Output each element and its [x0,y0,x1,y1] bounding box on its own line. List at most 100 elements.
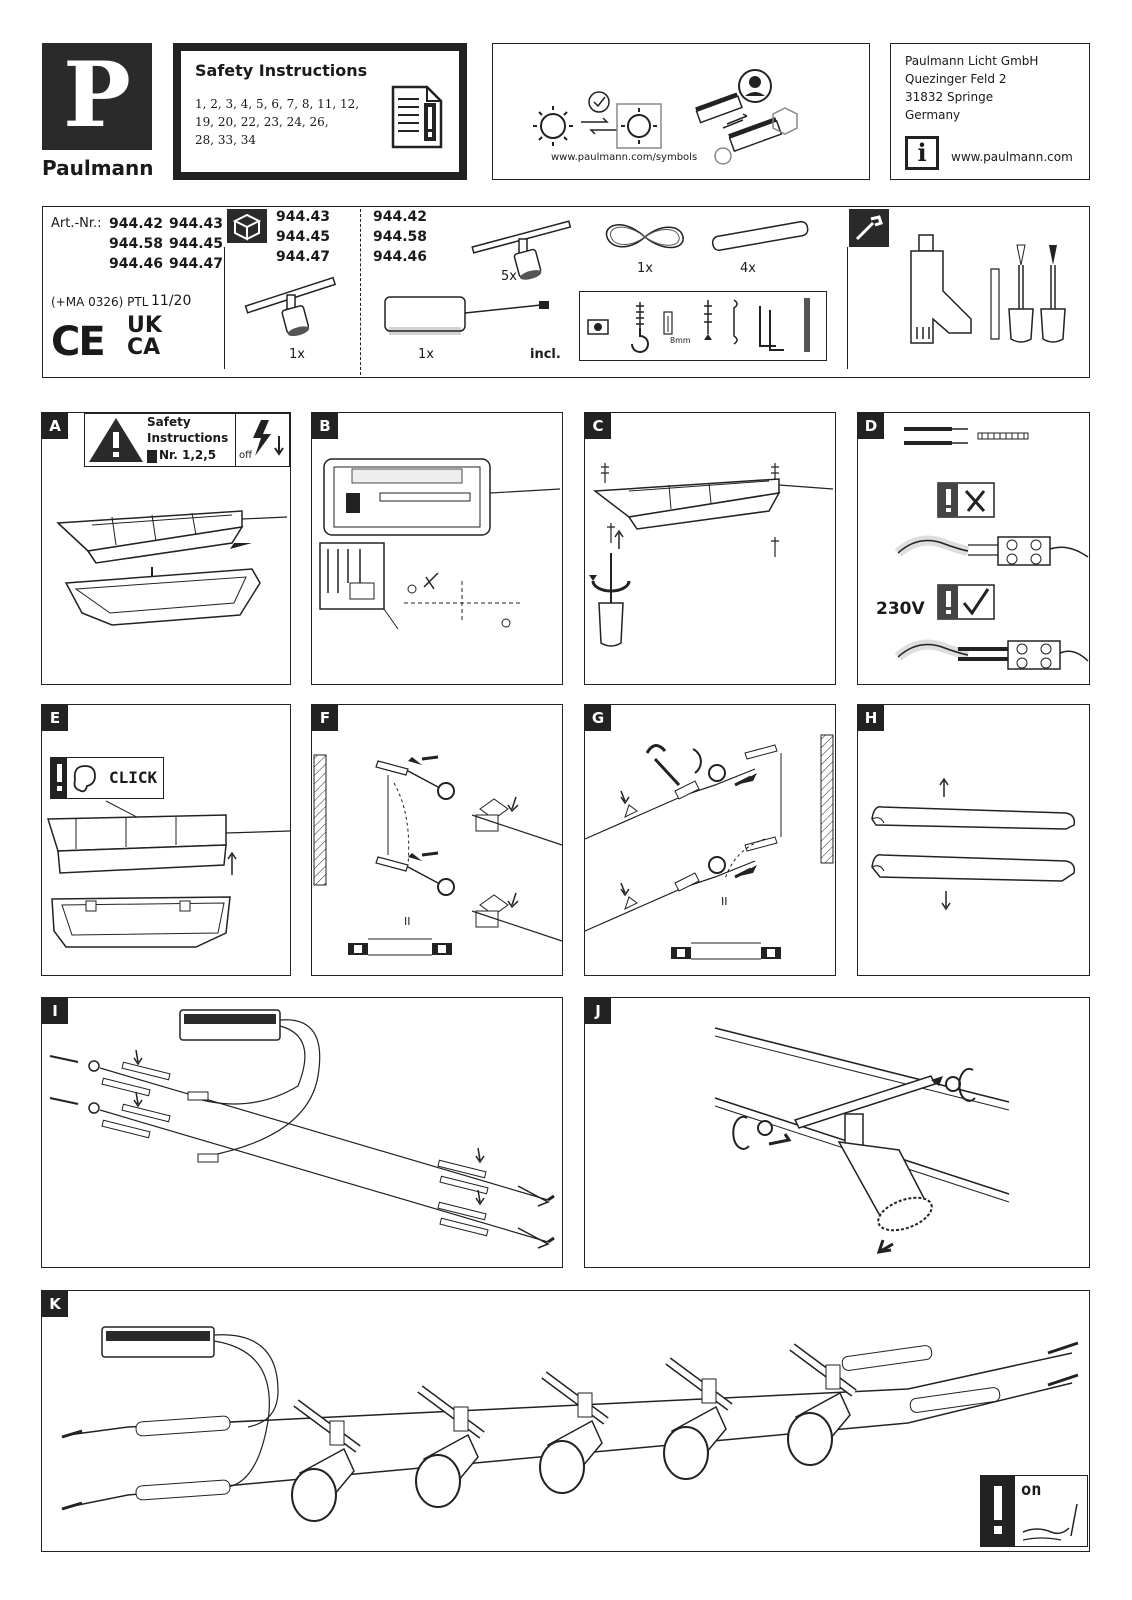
warning-icon [89,418,143,462]
spot-light-icon [244,276,337,337]
wrong-icon [937,482,995,518]
on-label: on [1021,1480,1042,1500]
parallel-mark: II [404,915,411,928]
brand-logo: P Paulmann [42,42,154,180]
step-label: E [42,705,68,731]
col1-item: 944.45 [276,229,331,245]
art-number: 944.47 [169,256,224,272]
safety-line1: Safety [147,415,191,429]
parallel-mark: II [721,895,728,908]
driver-housing-illustration [56,510,288,626]
step-panel-a: A Safety Instructions Nr. 1,2,5 off [41,412,291,685]
wire-strip-illustration [904,427,1029,445]
hardware-icons [587,298,810,353]
col1-item: 944.43 [276,209,331,225]
safety-numbers-2: 19, 20, 22, 23, 24, 26, [195,115,329,129]
divider [847,247,848,369]
mounting-illustration [589,463,834,647]
safety-instructions-box: Safety Instructions 1, 2, 3, 4, 5, 6, 7,… [173,43,467,180]
ce-mark: CE [51,319,106,365]
voltage-label: 230V [876,599,925,619]
step-label: A [42,413,68,439]
hardware-box: 8mm [579,291,827,361]
step-panel-k: K [41,1290,1090,1552]
logo-square [42,43,152,150]
step-label: G [585,705,611,731]
sun-symbols-icon [533,91,662,149]
final-installation-illustration [61,1326,1079,1522]
wrong-connection-illustration [894,535,1089,566]
document-warning-icon [391,85,443,149]
company-country: Germany [905,108,961,122]
spot-light [539,1371,609,1494]
step-panel-c: C [584,412,836,685]
driver-close-illustration [46,800,291,948]
off-label: off [239,450,253,461]
ptl-code: (+MA 0326) PTL [51,295,149,309]
company-city: 31832 Springe [905,90,994,104]
step-label: K [42,1291,68,1317]
wall-anchor-illustration [313,754,563,956]
logo-letter: P [63,42,131,148]
spot-light [787,1343,857,1466]
spot-light [415,1385,485,1508]
wire-assembly-illustration [49,1009,555,1249]
company-url: www.paulmann.com [951,150,1073,164]
correct-icon [937,584,995,620]
wire-coil-icon [605,224,684,249]
step-label: I [42,998,68,1024]
tools-icon [849,209,1066,344]
col2-item: 944.46 [373,249,428,265]
step-label: D [858,413,884,439]
spots-icon [471,220,572,280]
power-off-icon [253,420,284,456]
spot-attach-illustration [714,1027,1010,1254]
tensioner-illustration [584,734,834,960]
step-panel-h: H [857,704,1090,976]
step-panel-i: I [41,997,563,1268]
step-label: B [312,413,338,439]
attention-ear-icon [51,758,96,798]
col1-item: 944.47 [276,249,331,265]
step-label: F [312,705,338,731]
step-label: J [585,998,611,1024]
spot-light [663,1357,733,1480]
art-number: 944.45 [169,236,224,252]
info-icon: i [905,136,939,170]
qty-driver: 1x [418,347,434,362]
symbols-box: www.paulmann.com/symbols [492,43,870,180]
company-box: Paulmann Licht GmbH Quezinger Feld 2 318… [890,43,1090,180]
safety-nr: Nr. 1,2,5 [159,448,217,462]
divider [235,414,236,466]
art-label: Art.-Nr.: [51,216,102,231]
symbols-url: www.paulmann.com/symbols [551,152,698,163]
qty-wire: 1x [637,261,653,276]
qty-spots5: 5x [501,269,517,284]
spot-light [291,1399,361,1522]
click-badge: CLICK [50,757,164,799]
screw-size: 8mm [670,336,691,345]
switch-hand-icon [1022,1503,1078,1541]
qty-tubes: 4x [740,261,756,276]
safety-title: Safety Instructions [195,61,368,80]
divider [224,247,225,369]
correct-connection-illustration [894,639,1089,670]
power-on-badge: on [980,1475,1088,1547]
step-panel-d: D 230V [857,412,1090,685]
attention-icon [981,1476,1015,1546]
manual-icon [147,450,157,463]
safety-line2: Instructions [147,431,229,445]
company-name: Paulmann Licht GmbH [905,54,1039,68]
click-label: CLICK [109,768,158,787]
driver-open-illustration [319,458,561,630]
parts-box: Art.-Nr.: 944.42 944.43 944.58 944.45 94… [42,206,1090,378]
brand-name: Paulmann [42,156,154,180]
safety-warning-badge: Safety Instructions Nr. 1,2,5 off [84,413,290,467]
ukca-bottom: CA [127,335,161,360]
step-label: H [858,705,884,731]
step-label: C [585,413,611,439]
col2-item: 944.42 [373,209,428,225]
step-panel-j: J [584,997,1090,1268]
driver-unit-icon [384,296,549,335]
driver-worker-icon [695,69,798,165]
